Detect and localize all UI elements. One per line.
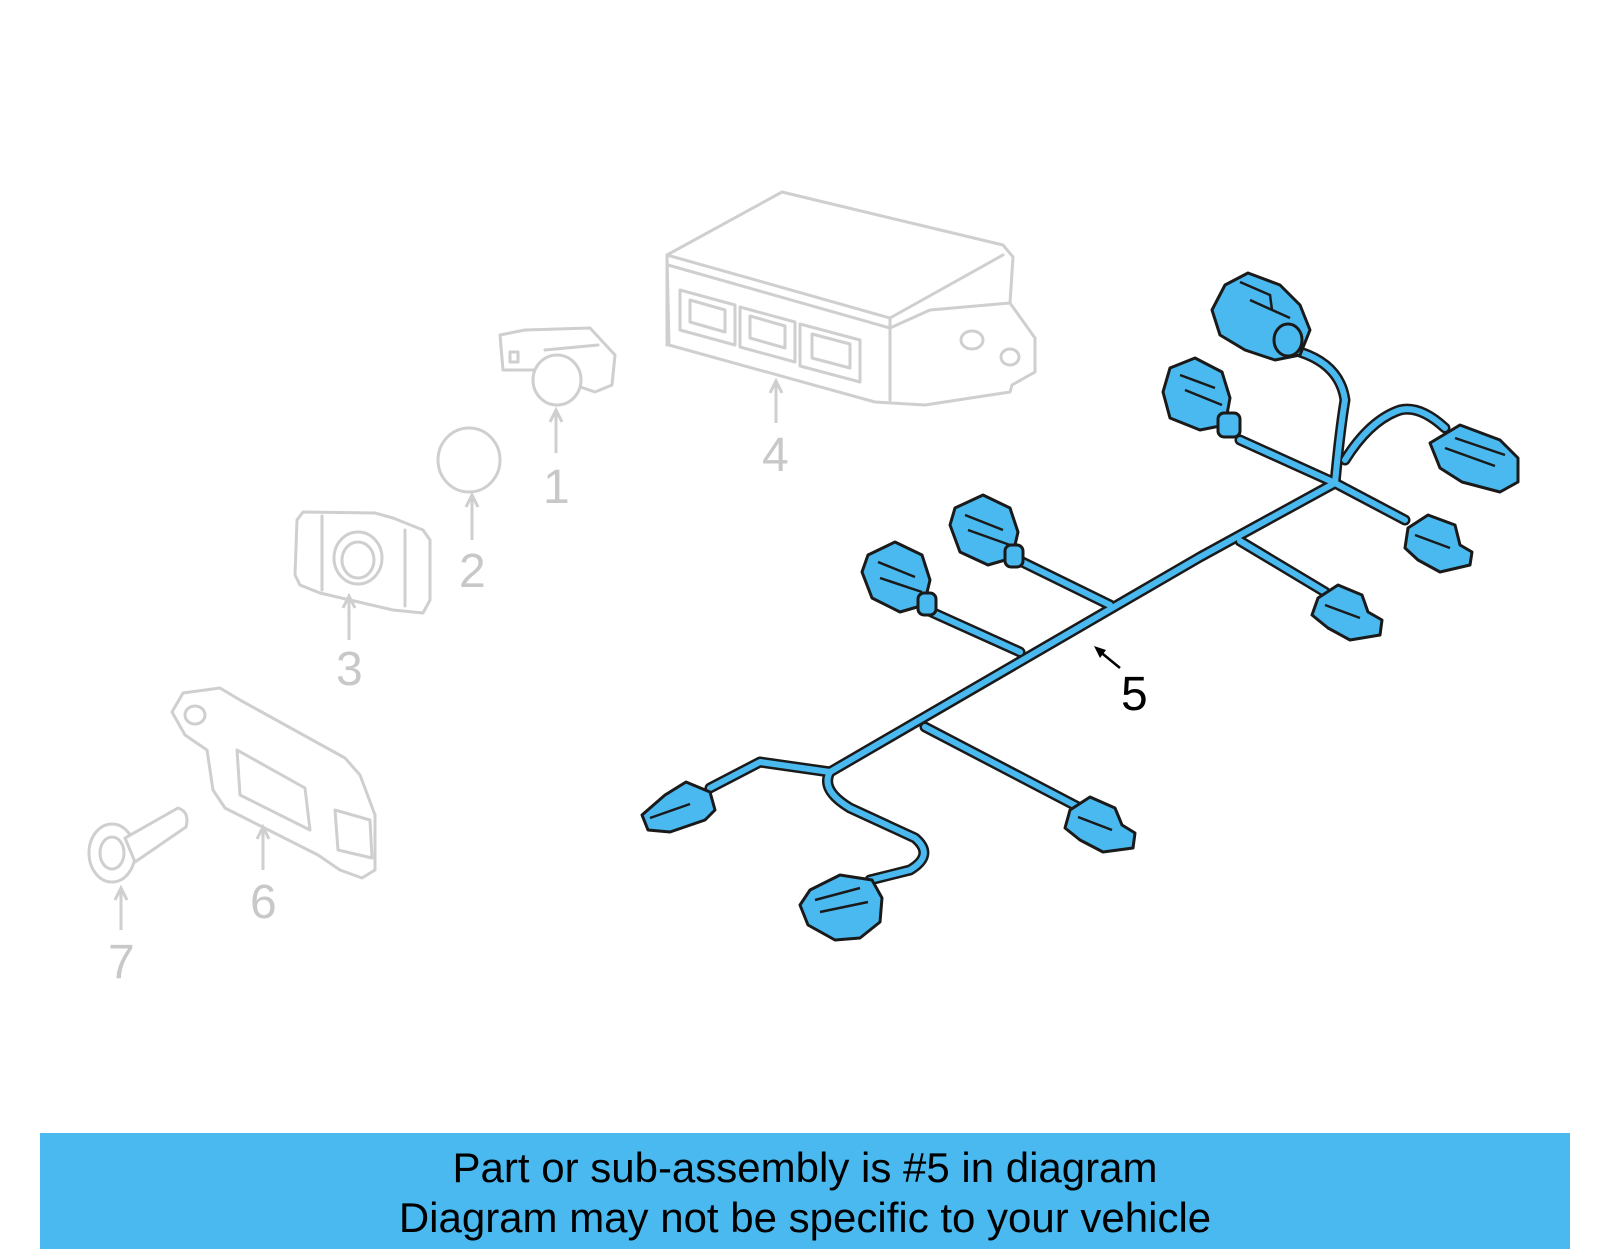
callout-5: 5: [1121, 668, 1148, 721]
part-5-wiring-harness: [640, 271, 1520, 942]
connector-small-1: [1403, 513, 1474, 574]
ghost-arrows: [113, 377, 784, 930]
callout-4: 4: [762, 429, 789, 482]
part-1-sensor: [498, 326, 617, 407]
connector-upper-left: [1161, 356, 1242, 439]
banner-disclaimer: Diagram may not be specific to your vehi…: [398, 1194, 1212, 1241]
connector-mid-1: [948, 493, 1025, 569]
connector-small-3: [1063, 795, 1137, 854]
connector-mid-2: [860, 540, 938, 617]
part-7-bolt: [87, 806, 189, 884]
callout-3: 3: [336, 643, 363, 696]
part-2-ring: [436, 426, 502, 494]
callout-arrow-5: [1094, 646, 1121, 669]
part-4-control-module: [665, 190, 1037, 407]
callout-7: 7: [108, 936, 135, 989]
connector-bottom: [798, 873, 884, 942]
connector-right-large: [1428, 423, 1520, 494]
part-6-module: [170, 686, 377, 880]
info-banner: Part or sub-assembly is #5 in diagram Di…: [40, 1133, 1570, 1249]
callout-2: 2: [459, 545, 486, 598]
callout-1: 1: [543, 461, 570, 514]
connector-top-round: [1210, 271, 1312, 362]
connector-small-2: [1310, 583, 1384, 642]
banner-part-note: Part or sub-assembly is #5 in diagram: [452, 1144, 1158, 1191]
part-3-bracket: [293, 510, 432, 615]
connector-small-4: [640, 780, 717, 834]
callout-6: 6: [250, 876, 277, 929]
